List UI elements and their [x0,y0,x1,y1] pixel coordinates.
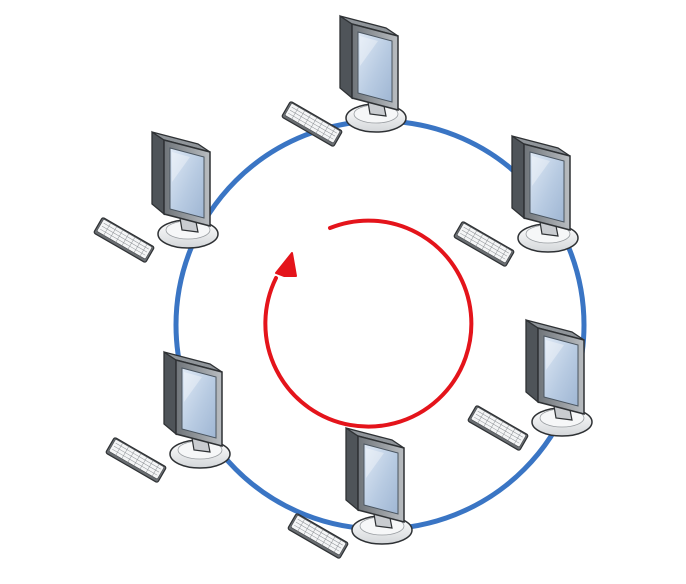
desktop-computer-icon [286,427,413,560]
desktop-computer-icon [92,131,219,264]
computer-node-upper-left [92,131,219,264]
desktop-computer-icon [466,319,593,452]
desktop-computer-icon [452,135,579,268]
computer-node-upper-right [452,135,579,268]
desktop-computer-icon [104,351,231,484]
computer-node-top [280,15,407,148]
computer-node-lower-left [104,351,231,484]
data-flow-direction-arrow [263,218,474,429]
desktop-computer-icon [280,15,407,148]
computer-node-bottom [286,427,413,560]
computer-node-lower-right [466,319,593,452]
